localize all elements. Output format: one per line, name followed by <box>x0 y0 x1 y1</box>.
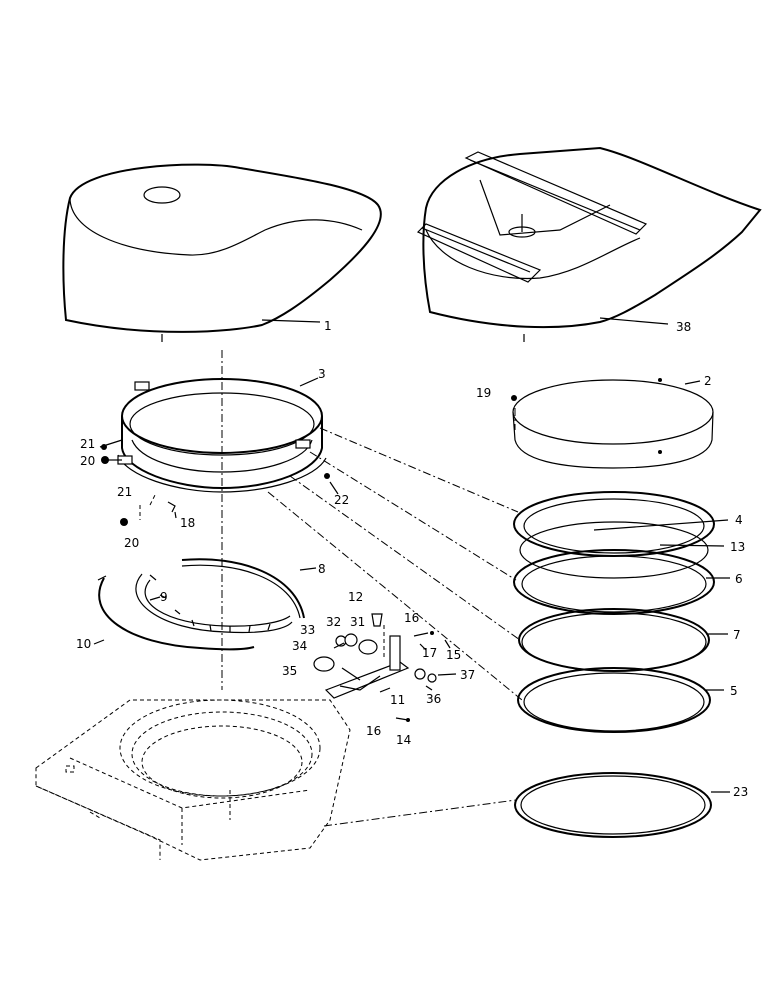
callout-32: 32 <box>326 615 341 629</box>
base-housing <box>35 699 351 861</box>
callout-13: 13 <box>730 540 745 554</box>
ring-part-13 <box>519 521 709 579</box>
callout-8: 8 <box>318 562 326 576</box>
callout-2: 2 <box>704 374 712 388</box>
callout-6: 6 <box>735 572 743 586</box>
callout-21-top: 21 <box>80 437 95 451</box>
strip-part-8 <box>181 558 305 619</box>
band-part-2 <box>512 378 714 469</box>
ring-part-6 <box>513 549 715 615</box>
callout-38: 38 <box>676 320 691 334</box>
callout-20-bottom: 20 <box>124 536 139 550</box>
callout-21-bottom: 21 <box>117 485 132 499</box>
callout-5: 5 <box>730 684 738 698</box>
callout-22: 22 <box>334 493 349 507</box>
callout-12: 12 <box>348 590 363 604</box>
ring-part-23 <box>514 772 712 838</box>
callout-labels: 1 38 3 2 19 21 20 22 21 18 20 4 13 6 7 5… <box>76 319 748 799</box>
callout-31: 31 <box>350 615 365 629</box>
callout-33: 33 <box>300 623 315 637</box>
fasteners <box>99 395 517 526</box>
callout-35: 35 <box>282 664 297 678</box>
hood-cover-part <box>62 163 382 342</box>
leader-lines <box>93 481 730 793</box>
ring-part-5 <box>517 667 711 733</box>
callout-9: 9 <box>160 590 168 604</box>
assembly-centre-lines <box>221 350 523 827</box>
callout-16-top: 16 <box>404 611 419 625</box>
callout-37: 37 <box>460 668 475 682</box>
callout-17: 17 <box>422 646 437 660</box>
callout-7: 7 <box>733 628 741 642</box>
callout-34: 34 <box>292 639 307 653</box>
callout-18: 18 <box>180 516 195 530</box>
callout-10: 10 <box>76 637 91 651</box>
bracket-assembly <box>313 613 437 722</box>
callout-36: 36 <box>426 692 441 706</box>
callout-23: 23 <box>733 785 748 799</box>
callout-1: 1 <box>324 319 332 333</box>
callout-19: 19 <box>476 386 491 400</box>
callout-11: 11 <box>390 693 405 707</box>
callout-14: 14 <box>396 733 411 747</box>
callout-4: 4 <box>735 513 743 527</box>
callout-15: 15 <box>446 648 461 662</box>
strip-part-10 <box>97 575 255 651</box>
callout-3: 3 <box>318 367 326 381</box>
callout-20-top: 20 <box>80 454 95 468</box>
callout-16-bottom: 16 <box>366 724 381 738</box>
hood-open-part <box>416 146 762 342</box>
ring-part-4 <box>513 491 715 557</box>
chain-part-9 <box>135 573 293 634</box>
ring-part-7 <box>518 608 710 672</box>
